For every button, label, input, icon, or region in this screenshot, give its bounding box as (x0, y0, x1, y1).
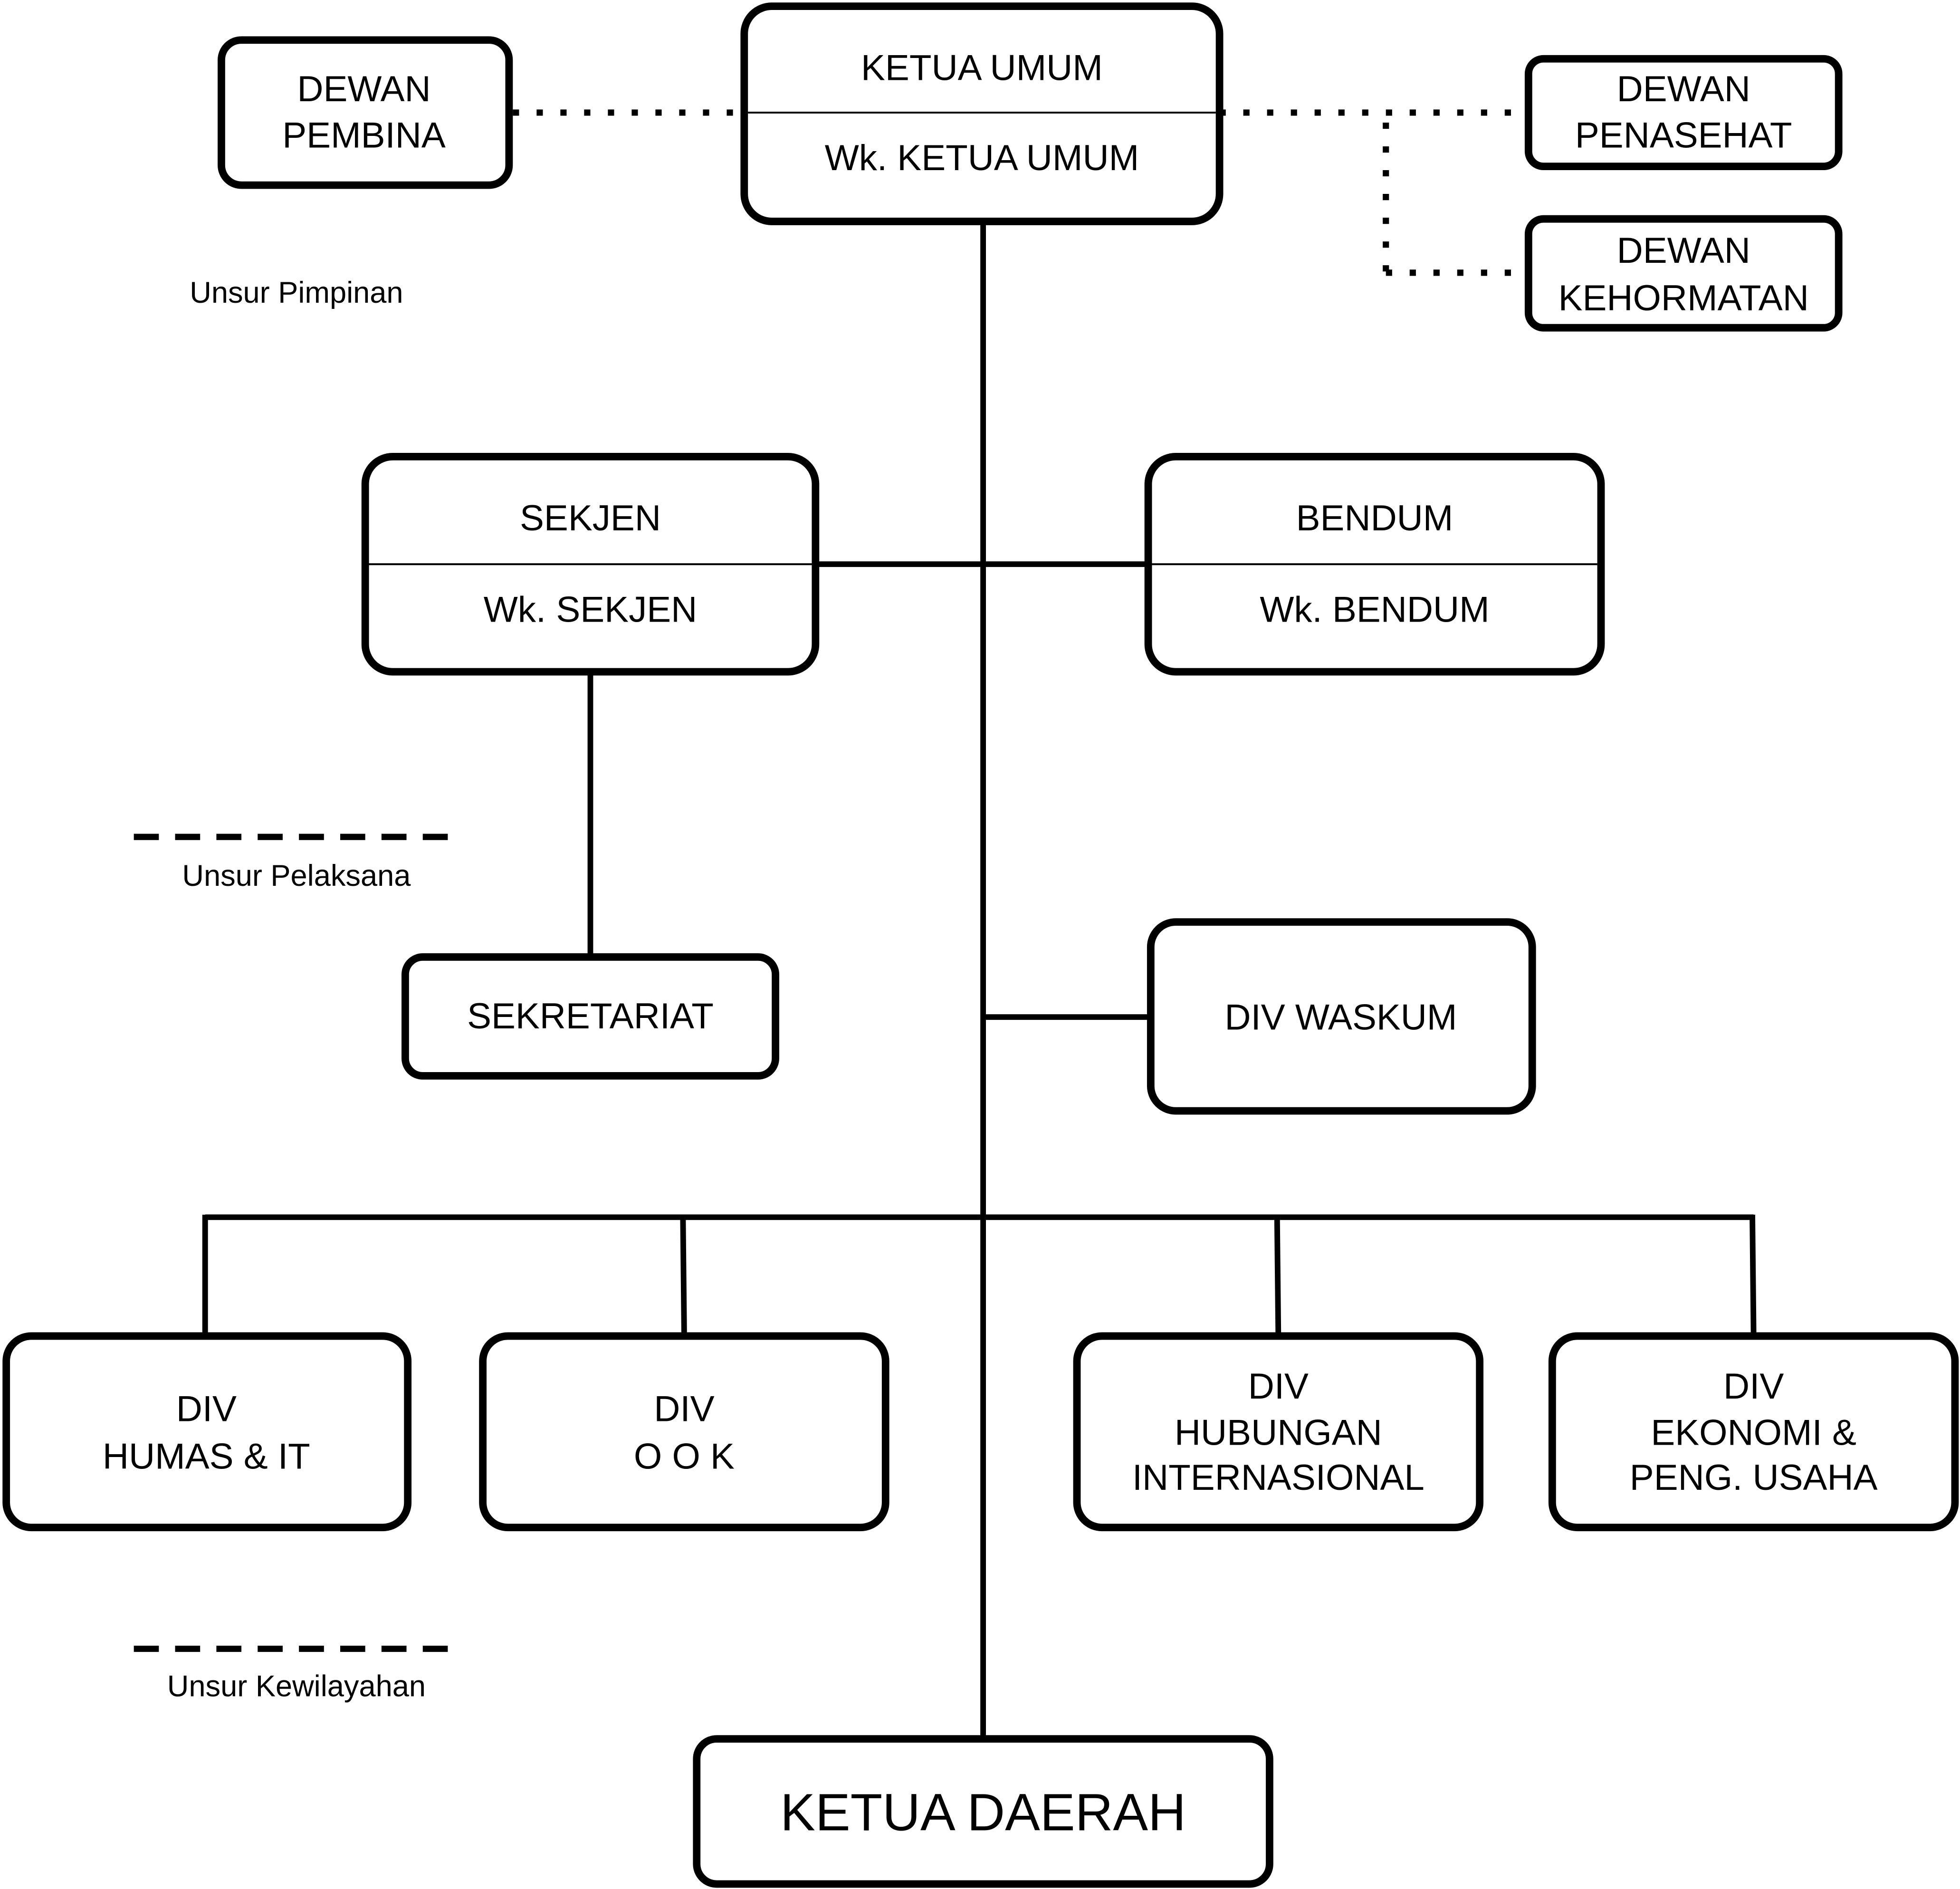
svg-text:DEWAN: DEWAN (1617, 230, 1750, 271)
node-div-hubungan-internasional: DIV HUBUNGAN INTERNASIONAL (1073, 1332, 1484, 1532)
svg-text:HUBUNGAN: HUBUNGAN (1175, 1412, 1382, 1453)
drop-hubint (1274, 1215, 1281, 1336)
svg-text:SEKJEN: SEKJEN (520, 498, 661, 538)
connectors (134, 109, 1757, 1739)
section-label-kewilayahan: Unsur Kewilayahan (167, 1670, 426, 1703)
node-sekretariat: SEKRETARIAT (402, 953, 779, 1080)
svg-text:KEHORMATAN: KEHORMATAN (1558, 278, 1809, 318)
svg-text:HUMAS & IT: HUMAS & IT (103, 1436, 310, 1477)
svg-text:BENDUM: BENDUM (1296, 498, 1453, 538)
svg-text:DIV: DIV (176, 1389, 237, 1429)
svg-text:DIV: DIV (654, 1389, 714, 1429)
node-dewan-penasehat: DEWAN PENASEHAT (1524, 55, 1843, 171)
section-label-pimpinan: Unsur Pimpinan (190, 276, 403, 309)
node-div-ekonomi: DIV EKONOMI & PENG. USAHA (1548, 1332, 1959, 1532)
svg-text:KETUA DAERAH: KETUA DAERAH (780, 1783, 1186, 1841)
node-dewan-pembina: DEWAN PEMBINA (218, 36, 513, 189)
svg-text:PENG. USAHA: PENG. USAHA (1630, 1458, 1878, 1498)
drop-ekonomi (1750, 1215, 1757, 1336)
node-bendum: BENDUM Wk. BENDUM (1144, 452, 1605, 676)
ketua-umum-label: KETUA UMUM (861, 48, 1103, 88)
drop-ook (680, 1215, 687, 1336)
node-ketua-daerah: KETUA DAERAH (693, 1735, 1273, 1888)
svg-text:DEWAN: DEWAN (1617, 69, 1750, 109)
node-ketua-umum: KETUA UMUM Wk. KETUA UMUM (740, 2, 1224, 225)
svg-text:PEMBINA: PEMBINA (282, 115, 446, 156)
node-sekjen: SEKJEN Wk. SEKJEN (361, 452, 820, 676)
svg-text:Wk. BENDUM: Wk. BENDUM (1260, 589, 1489, 630)
svg-text:DIV: DIV (1723, 1366, 1784, 1407)
node-div-ook: DIV O O K (479, 1332, 889, 1532)
svg-text:DIV: DIV (1248, 1366, 1309, 1407)
svg-text:Wk. SEKJEN: Wk. SEKJEN (484, 589, 698, 630)
svg-text:DIV WASKUM: DIV WASKUM (1224, 997, 1457, 1038)
wk-ketua-umum-label: Wk. KETUA UMUM (825, 138, 1139, 178)
svg-text:DEWAN: DEWAN (297, 69, 430, 109)
node-div-humas-it: DIV HUMAS & IT (2, 1332, 412, 1532)
svg-text:EKONOMI &: EKONOMI & (1651, 1412, 1856, 1453)
svg-text:PENASEHAT: PENASEHAT (1575, 115, 1792, 156)
node-div-waskum: DIV WASKUM (1147, 918, 1536, 1115)
svg-text:O O K: O O K (634, 1436, 735, 1477)
svg-text:INTERNASIONAL: INTERNASIONAL (1132, 1458, 1425, 1498)
node-dewan-kehormatan: DEWAN KEHORMATAN (1524, 215, 1843, 332)
svg-text:SEKRETARIAT: SEKRETARIAT (467, 996, 714, 1036)
section-label-pelaksana: Unsur Pelaksana (182, 859, 411, 892)
